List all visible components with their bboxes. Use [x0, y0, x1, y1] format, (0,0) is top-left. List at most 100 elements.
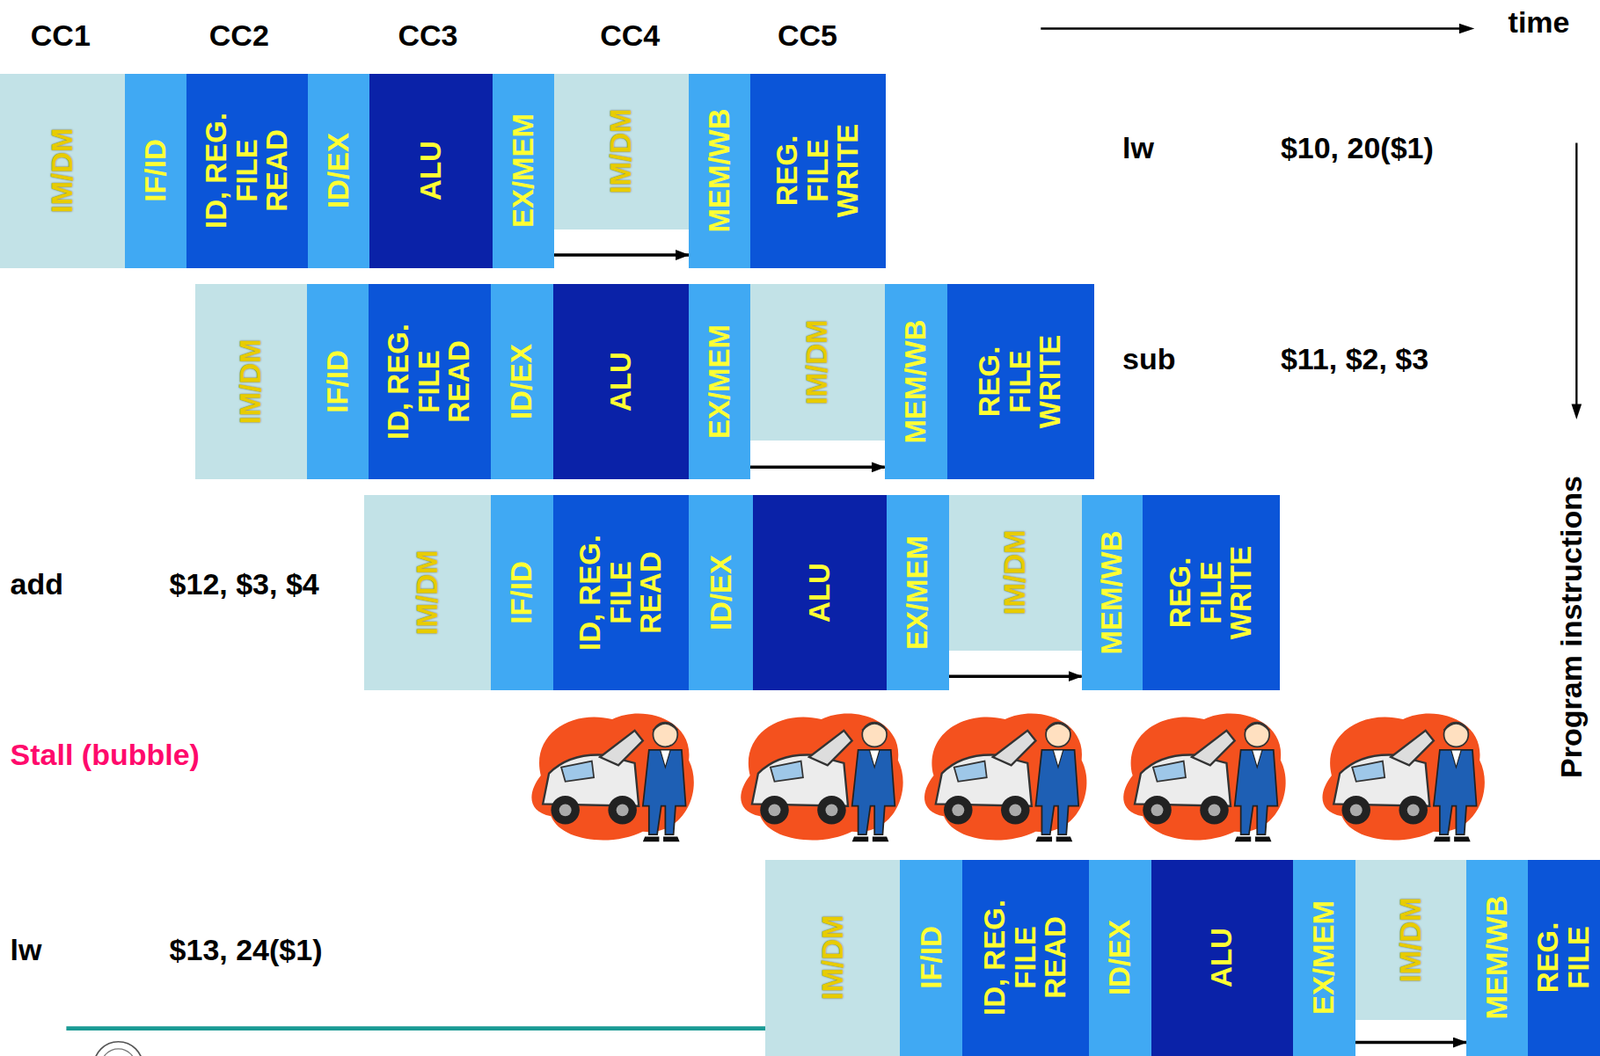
stage-label: ID/EX: [323, 103, 355, 238]
pipeline-register: ID/EX: [307, 73, 370, 270]
stall-cartoon: [531, 713, 694, 842]
writeback-stage: REG. FILE WRITE: [750, 73, 886, 270]
pipeline-register: IF/ID: [306, 284, 369, 481]
stage-label: ID, REG. FILE READ: [201, 103, 293, 238]
stage-label: IM/DM: [1395, 873, 1426, 1008]
instruction-label: lw: [10, 934, 43, 967]
writeback-stage: REG. FILE WRITE: [1142, 495, 1279, 692]
stall-cartoon: [924, 713, 1087, 842]
forward-arrow: [949, 674, 1082, 679]
decode-stage: ID, REG. FILE READ: [962, 860, 1089, 1056]
pipeline-register: ID/EX: [688, 495, 753, 692]
stage-label: IM/DM: [46, 103, 78, 238]
stage-label: REG. FILE WRITE: [974, 314, 1067, 449]
memory-stage: IM/DM: [554, 73, 689, 230]
pipeline-register: ID/EX: [1088, 860, 1152, 1056]
memory-stage: IM/DM: [0, 73, 125, 270]
pipeline-register: EX/MEM: [886, 495, 950, 692]
instruction-label: $11, $2, $3: [1280, 343, 1429, 376]
stage-label: ALU: [606, 314, 637, 449]
instruction-label: lw: [1122, 131, 1155, 165]
stage-label: ID, REG. FILE READ: [383, 314, 475, 449]
memory-stage: IM/DM: [750, 284, 885, 442]
instruction-label: $10, 20($1): [1280, 131, 1434, 165]
stage-label: ID/EX: [1104, 891, 1136, 1025]
instruction-label: CC5: [777, 19, 838, 52]
decode-stage: ID, REG. FILE READ: [368, 284, 491, 481]
pipeline-register: ID/EX: [490, 284, 554, 481]
pipeline-register: IF/ID: [490, 495, 554, 692]
alu-stage: ALU: [752, 495, 887, 692]
pipeline-register: MEM/WB: [688, 73, 751, 270]
instruction-label: CC4: [599, 19, 660, 52]
pipeline-register: EX/MEM: [688, 284, 751, 481]
alu-stage: ALU: [369, 73, 493, 270]
stage-label: IM/DM: [606, 84, 637, 219]
footer-rule: [65, 1026, 766, 1031]
stage-label: IF/ID: [506, 526, 538, 660]
stage-label: EX/MEM: [508, 103, 540, 238]
stage-label: ID/EX: [506, 314, 538, 449]
stage-label: IM/DM: [802, 295, 833, 430]
alu-stage: ALU: [1151, 860, 1294, 1056]
instruction-label: $12, $3, $4: [169, 568, 320, 601]
stage-label: REG. FILE: [1533, 891, 1594, 1025]
forward-arrow: [750, 466, 885, 470]
memory-stage: IM/DM: [364, 495, 491, 692]
pipeline-register: MEM/WB: [1081, 495, 1144, 692]
alu-stage: ALU: [553, 284, 689, 481]
time-arrow: [1040, 23, 1475, 35]
memory-stage: IM/DM: [765, 860, 900, 1056]
instruction-label: CC1: [30, 19, 91, 52]
stage-label: MEM/WB: [704, 103, 736, 238]
forward-arrow: [1355, 1041, 1467, 1045]
stage-label: IM/DM: [235, 314, 267, 449]
stall-cartoon: [1322, 713, 1484, 842]
stage-label: EX/MEM: [1308, 891, 1340, 1025]
stage-label: IF/ID: [140, 103, 172, 238]
stage-label: EX/MEM: [902, 526, 934, 660]
stage-label: REG. FILE WRITE: [1165, 526, 1257, 660]
memory-stage: IM/DM: [195, 284, 308, 481]
stage-label: REG. FILE WRITE: [772, 103, 864, 238]
memory-stage: IM/DM: [1355, 860, 1467, 1021]
forward-arrow: [554, 253, 689, 257]
stage-label: MEM/WB: [900, 314, 932, 449]
pipeline-register: MEM/WB: [884, 284, 948, 481]
stage-label: ID/EX: [705, 526, 737, 660]
writeback-stage: REG. FILE WRITE: [947, 284, 1095, 481]
stage-label: IF/ID: [915, 891, 947, 1025]
stall-label: Stall (bubble): [10, 738, 200, 772]
pipeline-register: EX/MEM: [492, 73, 555, 270]
instruction-label: time: [1508, 6, 1571, 39]
program-arrow: [1571, 142, 1583, 419]
stage-label: MEM/WB: [1096, 526, 1128, 660]
pipeline-register: EX/MEM: [1293, 860, 1356, 1056]
stage-label: IM/DM: [1000, 505, 1031, 640]
pipeline-register: IF/ID: [899, 860, 963, 1056]
stall-cartoons: [531, 713, 1484, 842]
stage-label: EX/MEM: [704, 314, 736, 449]
decode-stage: ID, REG. FILE READ: [186, 73, 308, 270]
memory-stage: IM/DM: [949, 495, 1082, 651]
instruction-label: CC3: [397, 19, 458, 52]
stage-label: IM/DM: [412, 526, 444, 660]
writeback-stage: REG. FILE: [1527, 860, 1600, 1056]
stage-label: ALU: [1206, 891, 1238, 1025]
pipeline-register: IF/ID: [124, 73, 188, 270]
institute-logo: [94, 1042, 144, 1056]
stall-cartoon: [740, 713, 903, 842]
stage-label: IF/ID: [322, 314, 354, 449]
stall-cartoon: [1123, 713, 1286, 842]
decode-stage: ID, REG. FILE READ: [553, 495, 689, 692]
instruction-label: sub: [1122, 343, 1176, 376]
instruction-label: add: [10, 568, 64, 601]
stage-label: ALU: [416, 103, 447, 238]
axis-label: Program instructions: [1555, 476, 1588, 780]
stage-label: ALU: [804, 526, 836, 660]
stage-label: ID, REG. FILE READ: [979, 891, 1072, 1025]
instruction-label: $13, 24($1): [169, 934, 323, 967]
pipeline-register: MEM/WB: [1466, 860, 1528, 1056]
stage-label: ID, REG. FILE READ: [575, 526, 667, 660]
